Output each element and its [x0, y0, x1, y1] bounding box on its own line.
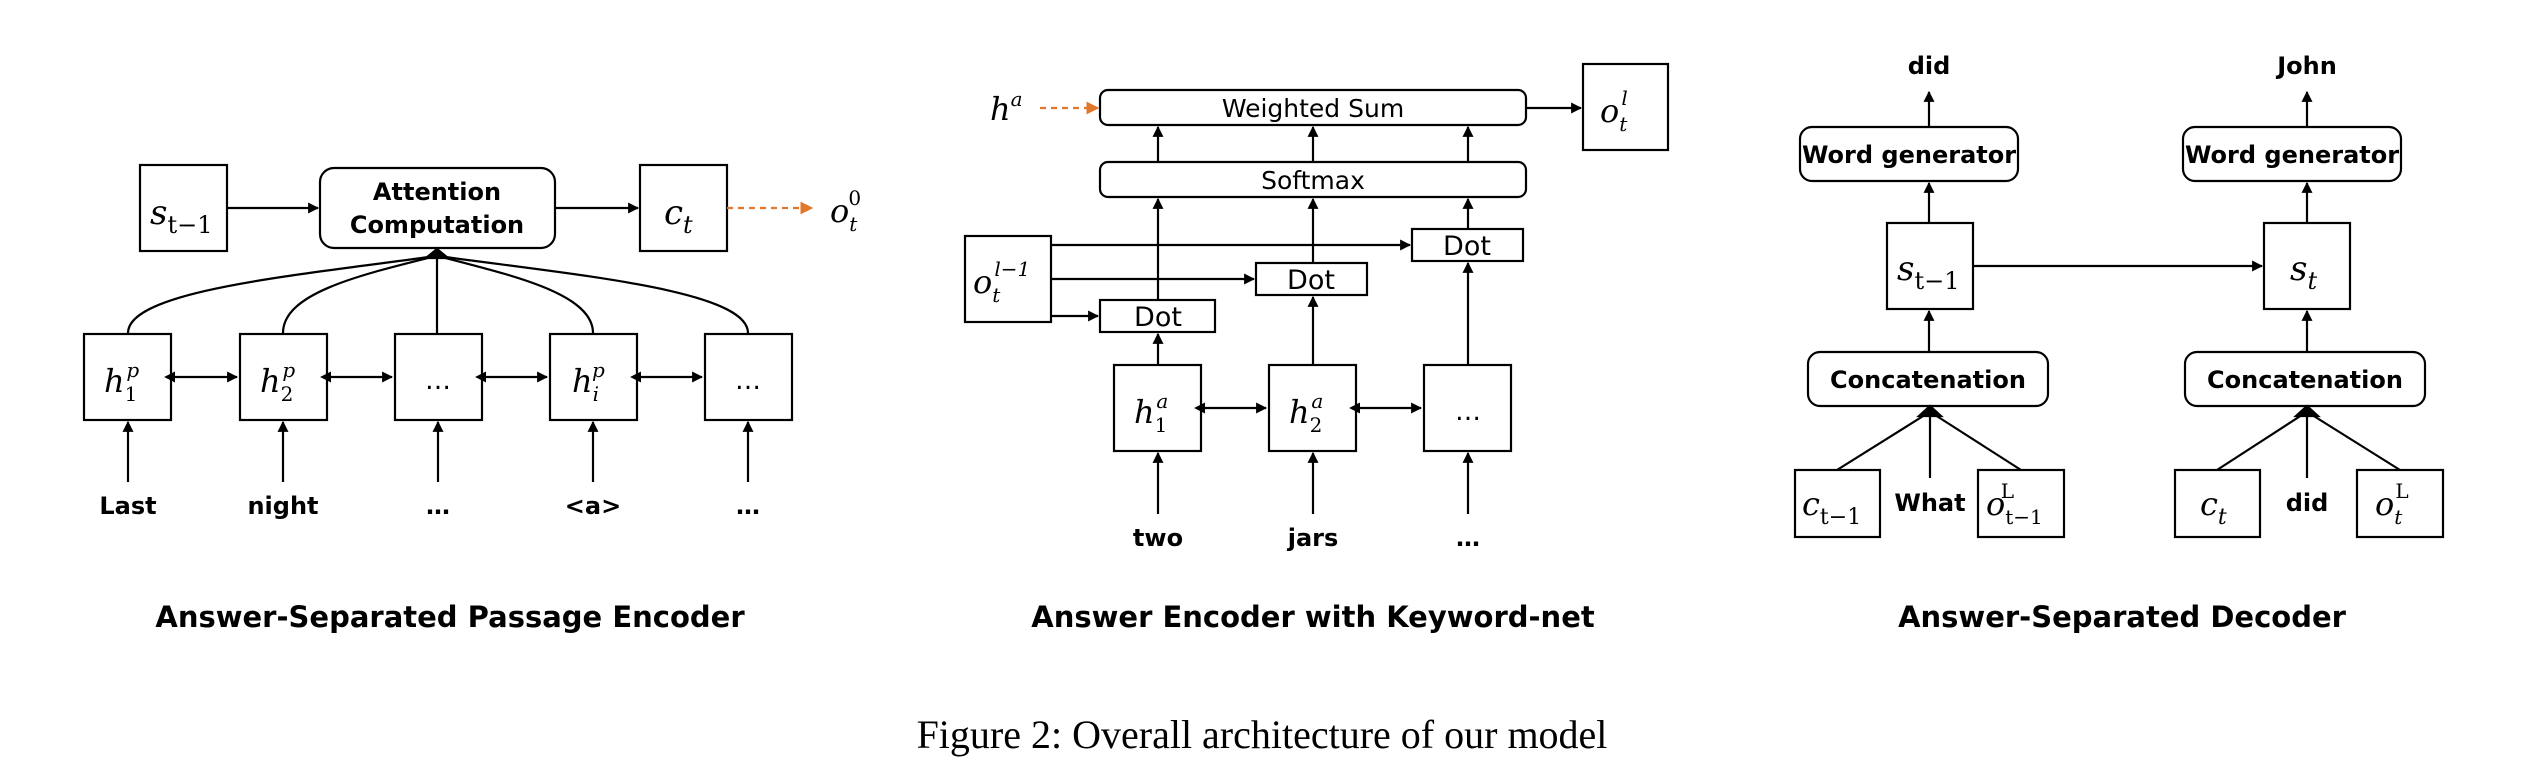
attention-curve-ellipsis2	[437, 254, 750, 334]
dot-label-1: Dot	[1134, 302, 1182, 333]
word-generator-label-left: Word generator	[1802, 141, 2016, 169]
hidden-node-5-label: …	[735, 366, 761, 396]
answer-hidden-2-label: h2a	[1289, 389, 1323, 437]
word-generator-box-right	[2181, 125, 2403, 183]
prev-output-label: otl−1	[973, 257, 1030, 307]
concatenation-label-left: Concatenation	[1830, 366, 2026, 394]
kw-to-concat-right	[2308, 412, 2401, 471]
dot-box-1	[1098, 298, 1217, 334]
kw-to-concat-left	[1931, 412, 2022, 471]
concatenation-label-right: Concatenation	[2207, 366, 2403, 394]
context-box	[638, 163, 729, 253]
attention-label-line1: Attention	[373, 178, 501, 206]
decoder-input-word-left: What	[1894, 489, 1965, 517]
state-prev-box	[138, 163, 229, 253]
concat-merge-left	[1916, 404, 1944, 418]
word-generator-box-left	[1798, 125, 2020, 183]
decoder-output-word-right: John	[2275, 52, 2337, 80]
word-generator-label-right: Word generator	[2185, 141, 2399, 169]
softmax-label: Softmax	[1261, 166, 1365, 195]
panel-decoder	[1793, 90, 2445, 539]
hidden-node-3-label: …	[425, 366, 451, 396]
concat-merge-right	[2293, 404, 2321, 418]
answer-vec-label: ha	[990, 87, 1023, 128]
token-5: …	[736, 492, 760, 520]
context-prev-label: ct−1	[1802, 485, 1861, 530]
token-1: Last	[99, 492, 156, 520]
panel3-title: Answer-Separated Decoder	[1898, 600, 2347, 634]
prev-output-box	[963, 234, 1053, 324]
hidden-node-1-label: h1p	[104, 358, 139, 406]
panel1-title: Answer-Separated Passage Encoder	[155, 600, 745, 634]
hidden-node-2	[238, 332, 329, 422]
figure-caption: Figure 2: Overall architecture of our mo…	[917, 712, 1608, 757]
attention-curve-hi	[437, 254, 595, 334]
dot-label-2: Dot	[1287, 265, 1335, 296]
state-prev-label: st−1	[150, 193, 212, 239]
attention-label-line2: Computation	[350, 211, 524, 239]
hidden-node-2-label: h2p	[260, 358, 295, 406]
concatenation-box-right	[2183, 350, 2427, 408]
token-3: …	[426, 492, 450, 520]
panel-answer-encoder	[963, 62, 1670, 514]
answer-token-3: …	[1456, 524, 1480, 552]
token-4: <a>	[565, 492, 621, 520]
attention-curve-h2	[281, 254, 437, 334]
answer-token-1: two	[1133, 524, 1183, 552]
output-box	[1581, 62, 1670, 152]
decoder-input-word-right: did	[2286, 489, 2329, 517]
attention-curve-h1	[126, 254, 437, 334]
panel-passage-encoder	[82, 163, 814, 482]
attention-merge-point	[422, 247, 452, 260]
hidden-node-4-label: hip	[572, 358, 605, 406]
output-l-label: otl	[1600, 86, 1628, 136]
state-dec-box	[2262, 221, 2352, 311]
output-label: ot0	[830, 186, 861, 236]
ctx-to-concat-right	[2216, 412, 2306, 471]
dot-box-2	[1254, 261, 1369, 297]
decoder-output-word-left: did	[1908, 52, 1951, 80]
answer-token-2: jars	[1287, 524, 1339, 552]
dot-label-3: Dot	[1443, 231, 1491, 262]
ctx-to-concat-left	[1836, 412, 1929, 471]
weighted-sum-label: Weighted Sum	[1222, 94, 1404, 123]
keyword-right-label: otL	[2375, 479, 2409, 529]
state-dec-label: st	[2290, 249, 2317, 295]
hidden-node-5	[703, 332, 794, 422]
panel2-title: Answer Encoder with Keyword-net	[1031, 600, 1595, 634]
context-label: ct	[664, 193, 693, 239]
context-right-label: ct	[2200, 485, 2227, 530]
answer-hidden-3-label: …	[1455, 397, 1481, 427]
state-prev-dec-box	[1885, 221, 1975, 311]
token-2: night	[247, 492, 318, 520]
answer-hidden-1-label: h1a	[1134, 389, 1168, 437]
context-prev-box	[1793, 468, 1882, 539]
state-prev-dec-label: st−1	[1897, 249, 1959, 295]
keyword-prev-label: ot−1L	[1986, 479, 2043, 529]
